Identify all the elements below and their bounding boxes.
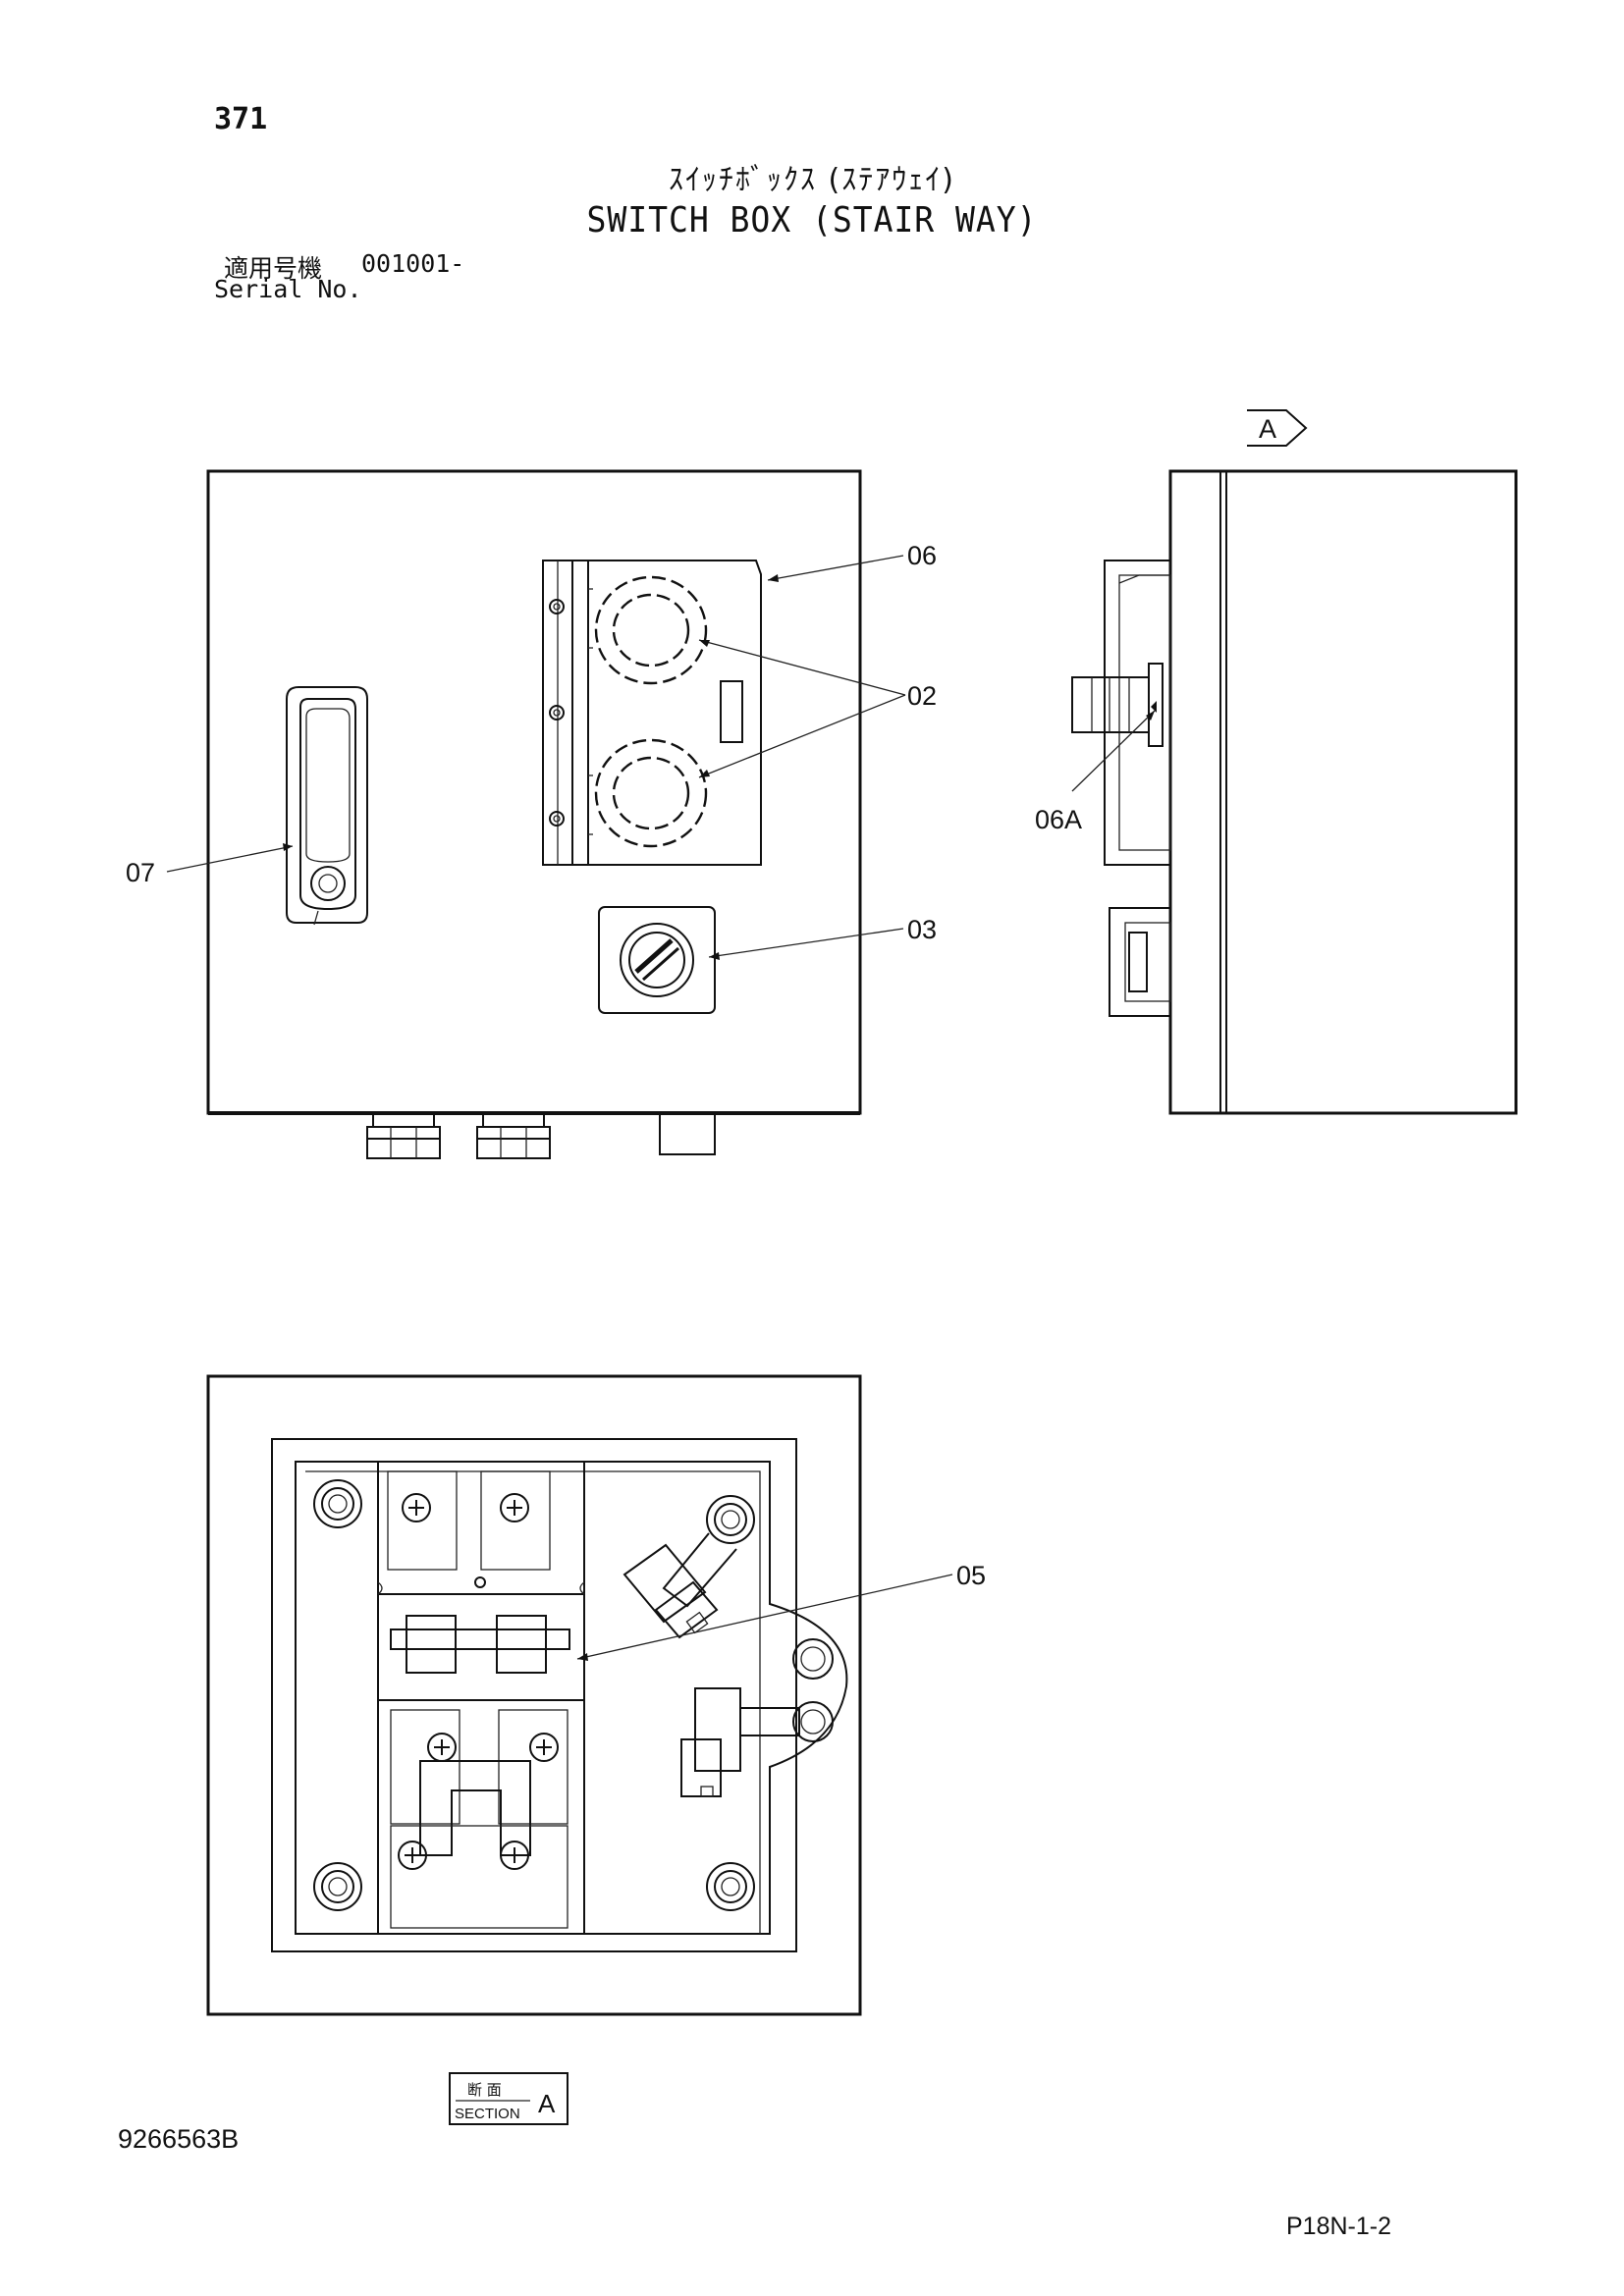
section-label-letter: A: [538, 2089, 556, 2118]
callout-06a: 06A: [1035, 805, 1082, 834]
mounting-nut-top-left: [313, 1479, 362, 1528]
push-button-upper: [594, 575, 708, 685]
callout-02: 02: [907, 681, 937, 711]
terminal-lug-upper: [623, 1495, 755, 1639]
push-button-lower: [594, 738, 708, 848]
section-label-jp: 断 面: [467, 2081, 502, 2099]
terminal-block-right: [680, 1638, 834, 1797]
key-switch: [598, 906, 716, 1014]
circuit-breaker: [377, 1461, 585, 1935]
callout-06: 06: [907, 541, 937, 570]
title-japanese: ｽｲｯﾁﾎﾞｯｸｽ (ｽﾃｱｳｪｲ): [669, 163, 955, 197]
view-marker-label: A: [1259, 414, 1276, 444]
cable-glands: [366, 1112, 716, 1159]
switch-panel: [542, 560, 762, 866]
leaders: [166, 555, 1156, 1661]
serial-label-english: Serial No.: [214, 275, 362, 303]
serial-label-japanese: 適用号機: [224, 254, 323, 283]
callout-03: 03: [907, 915, 937, 944]
mounting-nut-bottom-left: [313, 1862, 362, 1911]
page-number: 371: [214, 102, 268, 136]
section-label-box: 断 面 SECTION A: [449, 2072, 568, 2125]
serial-value: 001001-: [361, 249, 465, 278]
front-view: [206, 469, 862, 1159]
callout-07: 07: [126, 858, 155, 887]
view-arrow: [1247, 409, 1308, 447]
document-number: 9266563B: [118, 2124, 240, 2154]
section-view: [206, 1374, 862, 2016]
callout-05: 05: [956, 1561, 986, 1590]
section-label-en: SECTION: [455, 2106, 520, 2122]
page-reference: P18N-1-2: [1286, 2213, 1391, 2240]
title-english: SWITCH BOX (STAIR WAY): [586, 200, 1038, 240]
door-handle: [286, 686, 368, 926]
mounting-nut-bottom-right: [706, 1862, 755, 1911]
side-view: A: [1071, 409, 1518, 1115]
